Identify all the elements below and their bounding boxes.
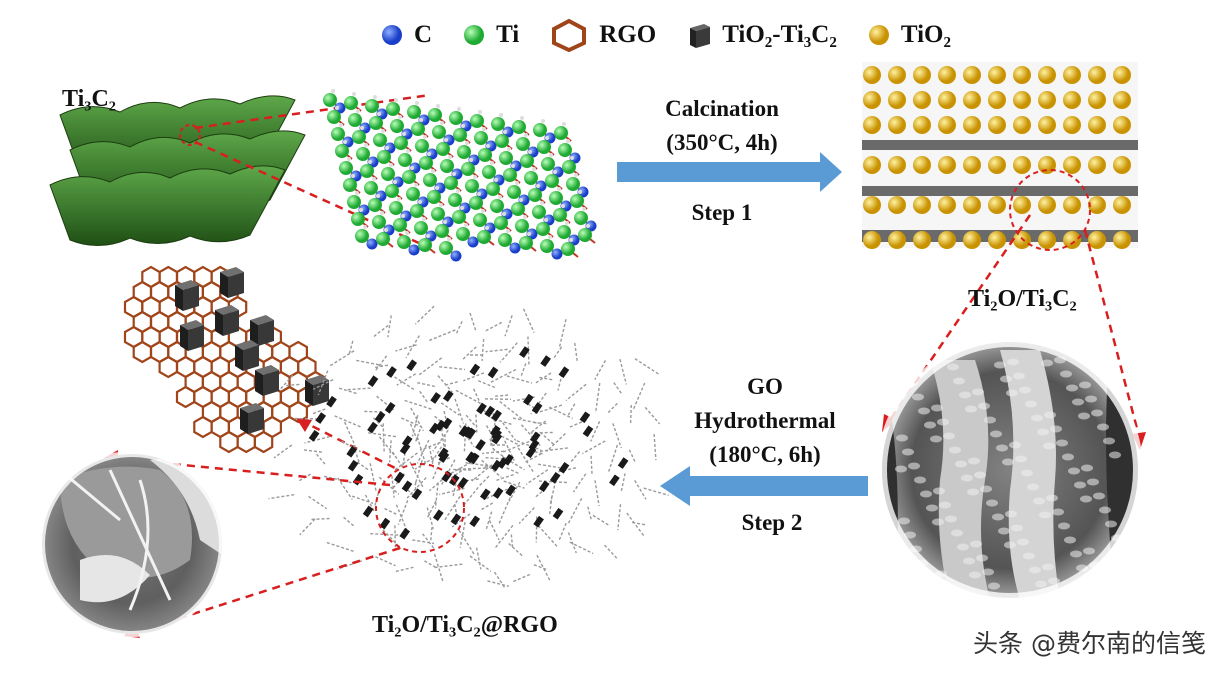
step2-line1: GO xyxy=(747,374,783,399)
legend-label-c: C xyxy=(414,21,433,48)
rgo-hexagon-icon xyxy=(552,18,587,52)
legend-item-ti: Ti xyxy=(462,21,519,49)
label-composite: Ti₂O/Ti₃C₂@RGO xyxy=(372,612,558,638)
zoom-lines-rgo xyxy=(299,418,396,470)
step1-conditions: Calcination (350°C, 4h) xyxy=(622,92,822,160)
legend-label-rgo: RGO xyxy=(599,21,657,48)
ti2o-ti3c2-layered-block xyxy=(862,62,1138,251)
step2-arrow xyxy=(660,466,868,506)
legend-item-tio2: TiO₂ xyxy=(867,21,951,49)
ti2o-ti3c2-rgo-network xyxy=(268,305,669,588)
legend-label-tio2-ti3c2: TiO₂-Ti₃C₂ xyxy=(722,21,837,48)
step1-line2: (350°C, 4h) xyxy=(666,130,778,155)
step2-conditions: GO Hydrothermal (180°C, 6h) xyxy=(660,370,870,472)
carbon-atom-icon xyxy=(382,25,402,45)
tio2-particle-icon xyxy=(868,25,889,45)
label-ti2o-ti3c2: Ti₂O/Ti₃C₂ xyxy=(968,286,1077,312)
ti3c2-sheets xyxy=(49,95,306,246)
zoom-lines-sem2 xyxy=(109,456,401,636)
step1-line1: Calcination xyxy=(665,96,779,121)
legend-item-rgo: RGO xyxy=(549,18,656,52)
sem-image-composite xyxy=(39,451,225,637)
zoom-circle-network xyxy=(375,463,465,553)
label-ti3c2: Ti₃C₂ xyxy=(62,86,116,112)
sem-image-ti2o-ti3c2 xyxy=(877,337,1143,603)
step2-line2: Hydrothermal xyxy=(694,408,836,433)
rgo-sheet-with-cubes xyxy=(123,265,329,454)
legend-item-c: C xyxy=(380,21,432,49)
ti3c2-crystal-lattice xyxy=(323,89,597,262)
titanium-atom-icon xyxy=(464,25,485,45)
cube-icon xyxy=(690,24,711,48)
step2-label: Step 2 xyxy=(741,510,803,535)
step1-arrow xyxy=(617,152,842,192)
step2-line3: (180°C, 6h) xyxy=(709,442,821,467)
watermark: 头条 @费尔南的信笺 xyxy=(973,629,1206,658)
step1-label: Step 1 xyxy=(691,200,753,225)
legend-label-ti: Ti xyxy=(496,21,520,48)
legend-item-tio2-ti3c2: TiO₂-Ti₃C₂ xyxy=(686,20,837,50)
legend-label-tio2: TiO₂ xyxy=(900,21,951,48)
legend: C Ti RGO TiO₂-Ti₃C₂ TiO₂ xyxy=(380,18,981,52)
